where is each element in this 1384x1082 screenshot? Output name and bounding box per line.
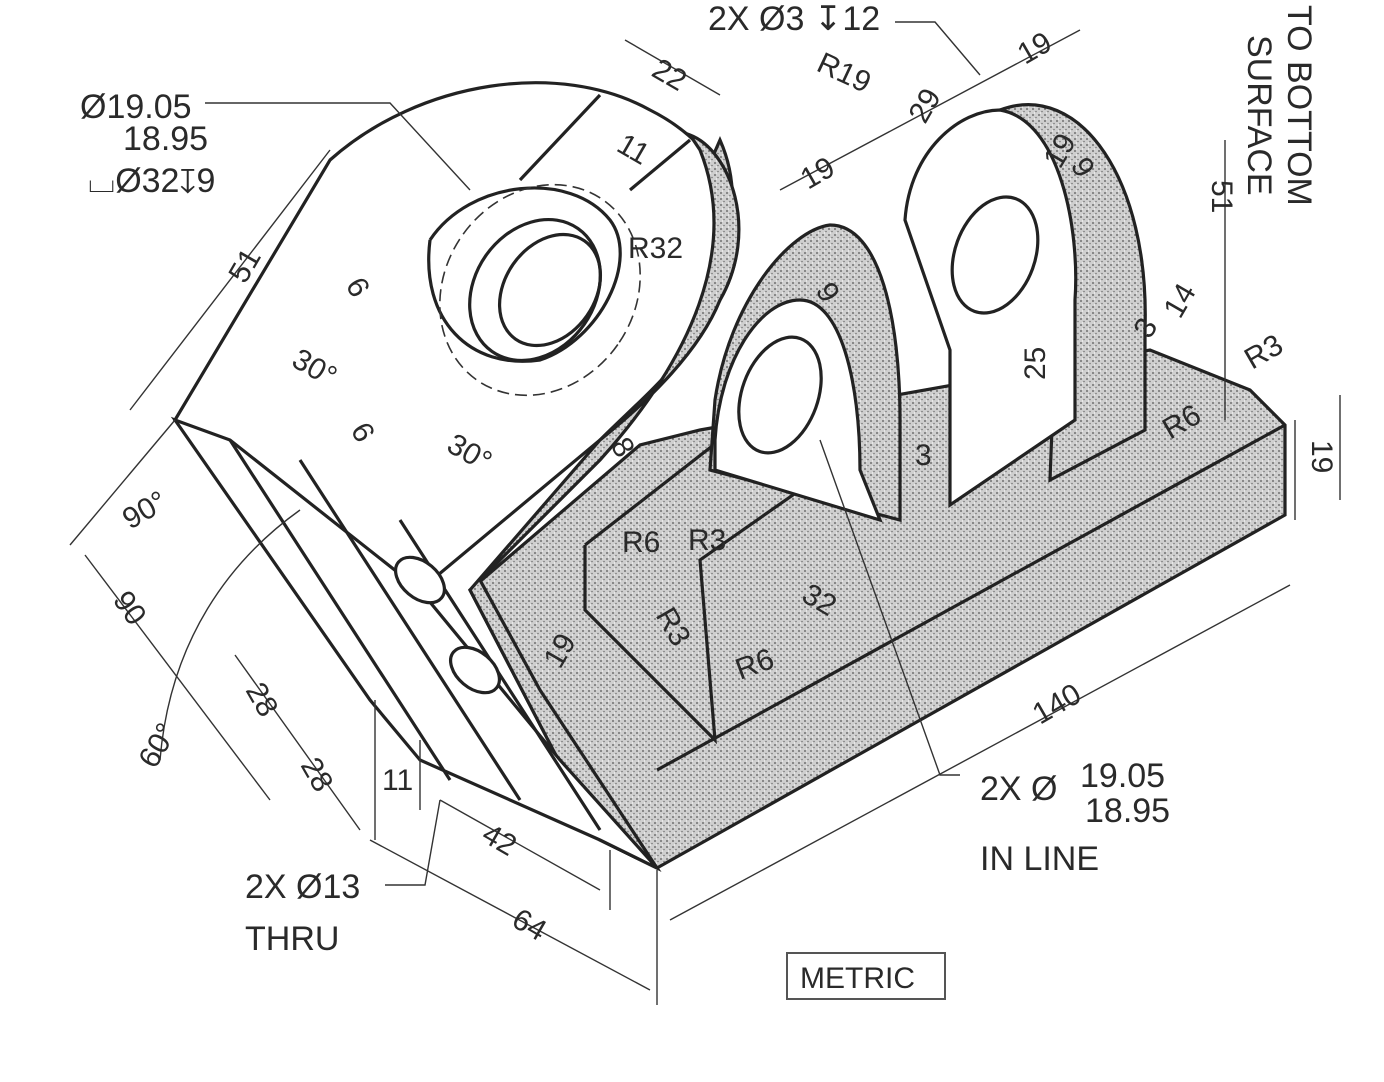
dim-19a: 19 bbox=[1012, 26, 1057, 71]
metric-label: METRIC bbox=[800, 962, 915, 995]
lug-hole-lower: 18.95 bbox=[1085, 792, 1170, 830]
to-bottom-line1: TO BOTTOM bbox=[1280, 5, 1318, 206]
dim-3b: 3 bbox=[915, 439, 932, 472]
dim-r32: R32 bbox=[628, 232, 683, 265]
lug-rear bbox=[903, 103, 1147, 509]
dim-14: 14 bbox=[1157, 278, 1202, 323]
angle-90: 90° bbox=[117, 485, 173, 536]
thru-hole-note: THRU bbox=[245, 920, 339, 958]
lug-hole-note: IN LINE bbox=[980, 840, 1099, 878]
dim-19b: 19 bbox=[795, 151, 840, 196]
dim-r19: R19 bbox=[812, 46, 876, 99]
dim-r6a: R6 bbox=[622, 526, 660, 559]
counterbore-dia-lower: 18.95 bbox=[123, 120, 208, 158]
angle-60: 60° bbox=[132, 718, 183, 774]
to-bottom-line2: SURFACE bbox=[1240, 35, 1278, 196]
dim-r3b: R3 bbox=[688, 524, 726, 557]
dim-28: 28 bbox=[239, 677, 284, 722]
counterbore-spec: ⌴Ø32↧9 bbox=[88, 162, 215, 200]
dim-19-height: 19 bbox=[1305, 440, 1338, 473]
thru-hole-spec: 2X Ø13 bbox=[245, 868, 360, 906]
dim-64: 64 bbox=[507, 902, 552, 947]
metric-badge bbox=[786, 952, 946, 1000]
lug-hole-upper: 19.05 bbox=[1080, 757, 1165, 795]
lug-hole-prefix: 2X Ø bbox=[980, 770, 1057, 808]
counterbore-dia-upper: Ø19.05 bbox=[80, 88, 192, 126]
dim-51-right: 51 bbox=[1205, 180, 1238, 213]
dim-25: 25 bbox=[1019, 347, 1052, 380]
dim-11a: 11 bbox=[382, 764, 413, 797]
dim-22: 22 bbox=[647, 52, 692, 97]
lug-front bbox=[708, 223, 902, 523]
dim-r3a: R3 bbox=[1239, 328, 1289, 376]
dimension-lines bbox=[69, 21, 1341, 1005]
hole-spec-top: 2X Ø3 ↧12 bbox=[708, 0, 880, 38]
angled-block bbox=[170, 81, 741, 873]
